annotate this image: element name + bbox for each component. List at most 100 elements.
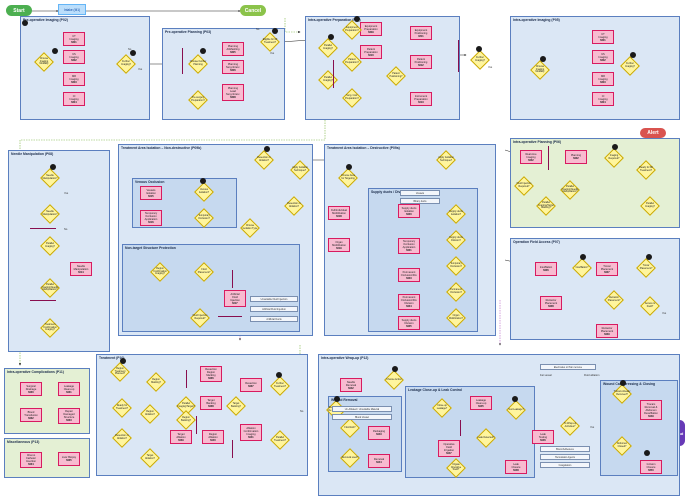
decision-further-imaging-3[interactable]: Further Imaging? (620, 56, 640, 76)
decision-choose-imaging[interactable]: Choose Imaging Modality (34, 52, 54, 72)
decision-apply-isolation[interactable]: Apply Isolation Technique? (290, 160, 310, 180)
alert-terminal[interactable]: Alert (640, 128, 666, 138)
decision-region-marking[interactable]: Region Marking? (146, 372, 166, 392)
decision-temporary-occlusion-2[interactable]: Temporary Occlusion? (446, 256, 466, 276)
decision-choose-evaluation[interactable]: Choose Further Planning (188, 54, 208, 74)
decision-region-ablation[interactable]: Region Ablation? (140, 404, 160, 424)
decision-parallel-imaging-target[interactable]: Parallel Imaging/Target Marking? (536, 196, 556, 216)
decision-access-field[interactable]: Access to Field? (640, 296, 660, 316)
decision-abdomen-closed[interactable]: Abdomen Closed? (612, 436, 632, 456)
decision-eligible[interactable]: Eligible for MI Treatment? (260, 32, 280, 52)
decision-venous-isolation[interactable]: Venous Isolation? (194, 182, 214, 202)
decision-region-banking[interactable]: Region Banking? (176, 410, 196, 430)
decision-further-imaging-2[interactable]: Further Imaging? (470, 50, 490, 70)
decision-parallel-treatment[interactable]: Parallel Treatment? (270, 430, 290, 450)
decision-trocars-removed[interactable]: Trocars Already Removed? (612, 384, 632, 404)
decision-choose-action[interactable]: Choose Action (384, 370, 404, 390)
decision-parallel-imaging[interactable]: Parallel Imaging? (318, 38, 338, 58)
decision-irrigate[interactable]: Irrigate Operative Field? (446, 458, 466, 478)
decision-region-confirmation[interactable]: Region Confirmation Imaging? (150, 262, 170, 282)
decision-trocar-placement[interactable]: Trocar Placement? (636, 258, 656, 278)
decision-choose-area[interactable]: Choose Area for Targeting (338, 168, 358, 188)
decision-parallel-target[interactable]: Parallel Imaging/Target? (176, 396, 196, 416)
decision-target-ablation[interactable]: Target Ablation? (140, 448, 160, 468)
cancel-terminal[interactable]: Cancel (240, 5, 266, 16)
intake-process[interactable]: Intake (M1) (58, 4, 86, 15)
decision-patient-preparation[interactable]: Patient Preparation? (342, 52, 362, 72)
decision-further-treatment[interactable]: Further Treatment? (270, 376, 290, 396)
decision-removal-used[interactable]: Removal used? (340, 448, 360, 468)
decision-choose-imaging-2[interactable]: Choose Imaging Modality (530, 60, 550, 80)
decision-closeup-leakage[interactable]: Close-up Leakage? (432, 398, 452, 418)
decision-parallel-imaging-marking[interactable]: Parallel Imaging? (640, 196, 660, 216)
decision-supply-isolation[interactable]: Supply ducts Isolation? (446, 204, 466, 224)
decision-surg-instrument[interactable]: Surg. Instr. Preparation? (342, 88, 362, 108)
decision-choose-isolation[interactable]: Choose Isolation Type (240, 218, 260, 238)
decision-ready-treatment[interactable]: Ready for Treatment? (112, 398, 132, 418)
decision-retractor-placement[interactable]: Retractor Placement? (604, 290, 624, 310)
decision-parallel-imaging-needle[interactable]: Parallel Imaging/Needle Manipulation? (560, 180, 580, 200)
decision-resection-ablation[interactable]: Resection or Ablation? (254, 150, 274, 170)
decision-imaging-required[interactable]: Imaging Required? (604, 148, 624, 168)
decision-resection-ablation-3[interactable]: Resection or Ablation? (112, 428, 132, 448)
decision-ready-mi[interactable]: Ready for MI Treatment? (636, 160, 656, 180)
decision-supply-division[interactable]: Supply ducts Division? (446, 230, 466, 250)
decision-treatment-confirmation[interactable]: Treatment Confirmation Imaging? (40, 318, 60, 338)
decision-leak-detected[interactable]: Leak Detected? (476, 428, 496, 448)
decision-further-imaging[interactable]: Further Imaging? (116, 54, 136, 74)
decision-organ-mobilization[interactable]: Organ Mobilization? (446, 308, 466, 328)
decision-needle-manipulation-2[interactable]: Needle Manipulation? (40, 204, 60, 224)
decision-equipment-preparation[interactable]: Equipment Preparation? (342, 20, 362, 40)
decision-parallel-imaging-2[interactable]: Parallel Imaging? (318, 70, 338, 90)
decision-patient-positioning[interactable]: Patient Positioning? (386, 66, 406, 86)
decision-parallel-imaging-3[interactable]: Parallel Imaging? (40, 236, 60, 256)
decision-apply-isolation-2[interactable]: Apply Isolation Technique? (436, 150, 456, 170)
decision-parallel-imaging-4[interactable]: Parallel Imaging/Needle Manipulation? (40, 278, 60, 298)
